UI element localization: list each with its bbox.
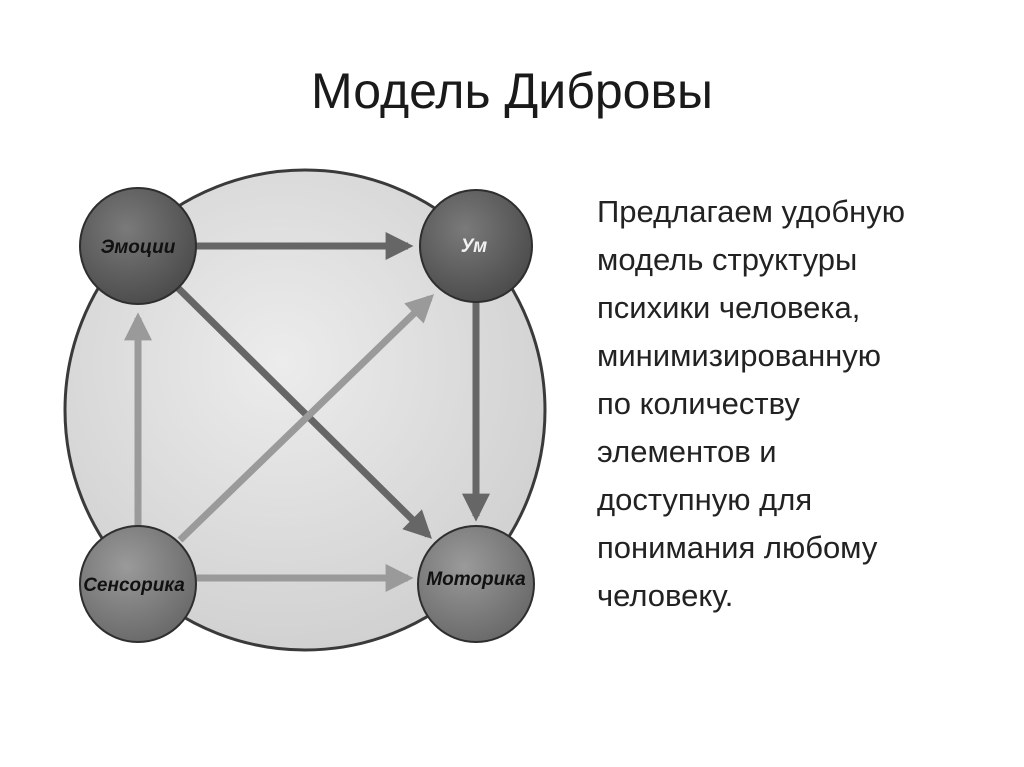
node-label-motor: Моторика [426,569,526,590]
description-line: доступную для [597,482,813,517]
node-motor: Моторика [417,525,535,643]
description-line: психики человека, [597,290,861,325]
node-sensory: Сенсорика [79,525,197,643]
arrow-emotions-to-motor [175,285,432,539]
node-emotions: Эмоции [79,187,197,305]
description-line: Предлагаем удобную [597,194,905,229]
node-label-mind: Ум [461,236,487,257]
description-line: элементов и [597,434,777,469]
description-line: человеку. [597,578,734,613]
slide-title: Модель Дибровы [311,63,713,119]
description-line: понимания любому [597,530,878,565]
psyche-model-diagram: Эмоции Ум Сенсорика Моторика [63,168,547,652]
description-line: по количеству [597,386,800,421]
arrow-sensory-to-mind [177,294,435,543]
model-description: Предлагаем удобную модель структуры псих… [597,188,997,620]
description-line: модель структуры [597,242,858,277]
node-label-emotions: Эмоции [101,237,176,258]
node-label-sensory: Сенсорика [83,575,185,596]
node-mind: Ум [419,189,533,303]
description-line: минимизированную [597,338,882,373]
